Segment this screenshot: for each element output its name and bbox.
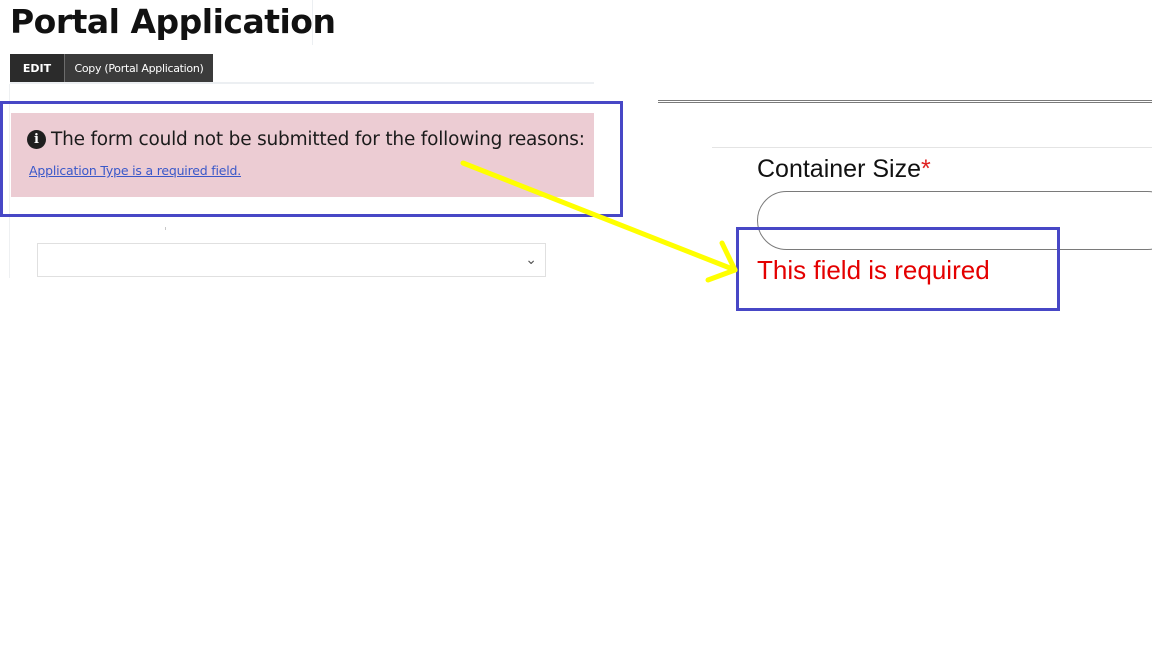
section-divider xyxy=(712,147,1152,148)
copy-portal-application-button[interactable]: Copy (Portal Application) xyxy=(65,54,213,83)
alert-heading: The form could not be submitted for the … xyxy=(51,129,585,150)
toolbar-divider xyxy=(10,82,594,84)
container-size-input[interactable] xyxy=(757,191,1152,250)
toolbar: EDIT Copy (Portal Application) xyxy=(10,54,213,83)
application-type-select[interactable]: ⌄ xyxy=(37,243,546,277)
page-title: Portal Application xyxy=(10,2,336,41)
faint-field-label xyxy=(165,227,166,230)
top-divider-line-double xyxy=(658,102,1152,103)
arrow-head-lower xyxy=(705,267,738,283)
toolbar-separator xyxy=(64,54,65,83)
container-size-label: Container Size* xyxy=(757,155,931,184)
required-marker: * xyxy=(920,155,931,183)
container-size-label-text: Container Size xyxy=(757,155,921,183)
alert-highlight-box xyxy=(0,101,623,217)
title-edge-divider xyxy=(312,0,313,45)
field-error-message: This field is required xyxy=(757,255,990,285)
edit-button[interactable]: EDIT xyxy=(10,54,64,83)
top-divider-line xyxy=(658,100,1152,101)
form-left-border xyxy=(9,84,10,278)
chevron-down-icon: ⌄ xyxy=(525,252,537,268)
arrow-head-upper xyxy=(719,240,738,273)
info-circle-icon: i xyxy=(27,130,46,149)
application-type-error-link[interactable]: Application Type is a required field. xyxy=(29,163,241,178)
error-highlight-box xyxy=(736,227,1060,311)
